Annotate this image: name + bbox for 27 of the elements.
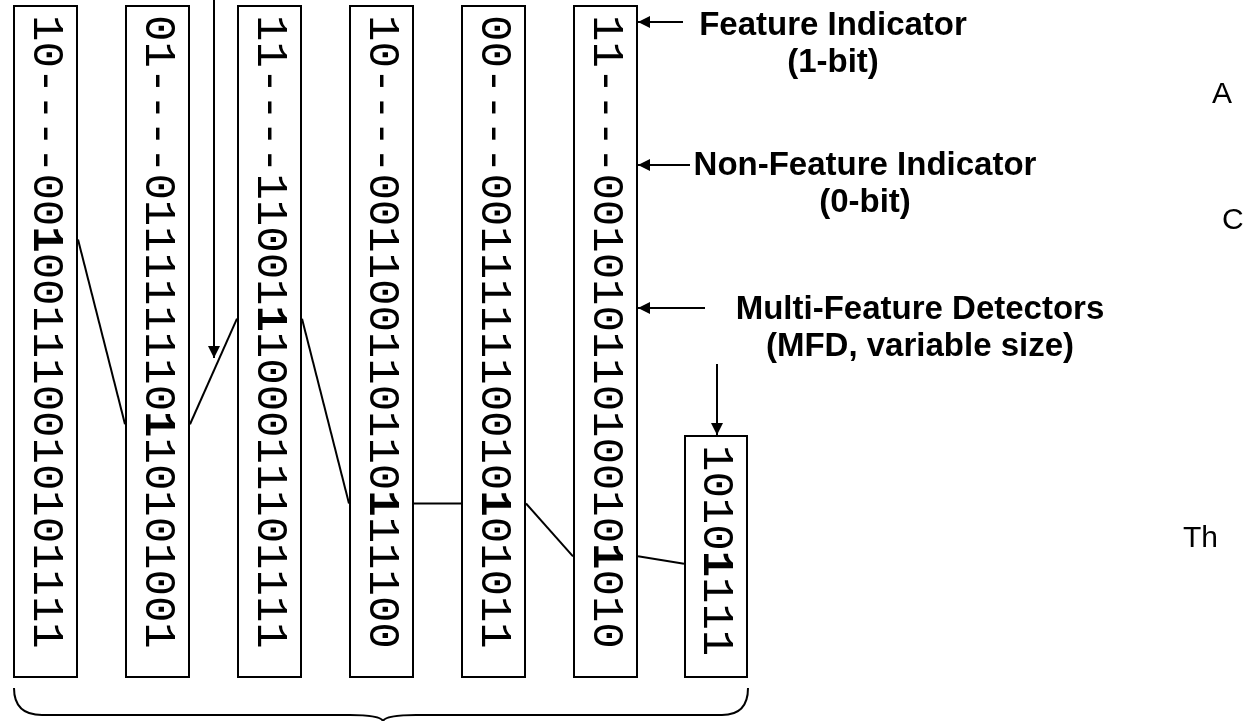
partial-text: C [1222,202,1244,236]
arrow [637,159,691,171]
bit-string: 01----011111110110101001 [135,15,180,649]
connecting-line [525,502,574,558]
connecting-line [637,555,685,565]
bit-string: 10----001001110010101111 [23,15,68,649]
bit-column [125,5,190,678]
bit-column [13,5,78,678]
bit-column [684,435,748,678]
callout-label: Feature Indicator (1-bit) [683,6,983,80]
bit-string: 10----001100110110111100 [359,15,404,649]
bit-column [573,5,638,678]
bit-column [461,5,526,678]
bit-string: 11----110011100011101111 [247,15,292,649]
arrow [637,16,684,28]
bit-string: 00----001111110010101011 [471,15,516,649]
arrow [711,362,723,436]
partial-text: Th [1183,520,1218,554]
partial-text: A [1212,76,1232,110]
callout-label: Non-Feature Indicator (0-bit) [690,146,1040,220]
arrow [637,302,706,314]
bit-string: 10101111 [694,445,738,657]
callout-label: Multi-Feature Detectors (MFD, variable size) [705,290,1135,364]
bit-string: 11----001010110100101010 [583,15,628,649]
bit-column [349,5,414,678]
connecting-line [413,502,462,505]
bit-column [237,5,302,678]
